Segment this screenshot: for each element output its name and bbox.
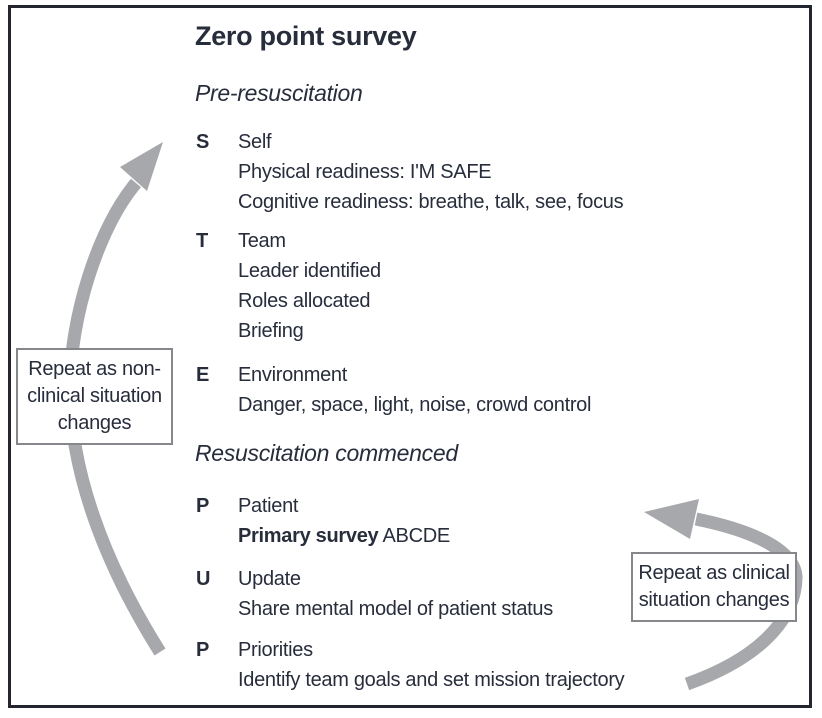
page-title: Zero point survey <box>195 21 417 51</box>
callout-repeat-clinical: Repeat as clinical situation changes <box>631 552 797 622</box>
callout-line: Repeat as clinical <box>638 562 790 584</box>
item-detail: Roles allocated <box>238 290 371 312</box>
figure-frame <box>8 5 812 708</box>
callout-line: clinical situation <box>27 385 162 407</box>
item-detail-bold: Primary survey <box>238 525 379 547</box>
callout-line: Repeat as non- <box>28 358 161 380</box>
item-priorities: P Priorities Identify team goals and set… <box>196 635 625 695</box>
item-letter: S <box>196 131 210 153</box>
item-letter: P <box>196 639 210 661</box>
item-detail: Danger, space, light, noise, crowd contr… <box>238 394 592 416</box>
item-detail: Physical readiness: I'M SAFE <box>238 161 492 183</box>
left-arrowhead-icon <box>120 142 163 191</box>
right-arrowhead-icon <box>644 499 699 539</box>
item-environment: E Environment Danger, space, light, nois… <box>196 360 591 420</box>
item-self: S Self Physical readiness: I'M SAFE Cogn… <box>196 127 624 217</box>
item-letter: P <box>196 495 210 517</box>
item-detail: Leader identified <box>238 260 381 282</box>
item-detail: Share mental model of patient status <box>238 598 553 620</box>
callout-repeat-non-clinical: Repeat as non- clinical situation change… <box>16 348 173 445</box>
item-team: T Team Leader identified Roles allocated… <box>196 226 381 346</box>
item-patient: P Patient Primary survey ABCDE <box>196 491 450 551</box>
item-detail: Identify team goals and set mission traj… <box>238 669 625 691</box>
item-letter: U <box>196 568 211 590</box>
item-title: Update <box>238 568 301 590</box>
item-detail: Cognitive readiness: breathe, talk, see,… <box>238 191 624 213</box>
item-detail-rest: ABCDE <box>378 525 450 547</box>
section-heading-resuscitation-commenced: Resuscitation commenced <box>195 440 458 466</box>
item-detail: Primary survey ABCDE <box>238 521 450 551</box>
item-update: U Update Share mental model of patient s… <box>196 564 553 624</box>
callout-line: situation changes <box>638 589 790 611</box>
item-letter: E <box>196 364 210 386</box>
item-letter: T <box>196 230 208 252</box>
section-heading-pre-resuscitation: Pre-resuscitation <box>195 80 363 106</box>
item-title: Environment <box>238 364 347 386</box>
item-detail: Briefing <box>238 320 304 342</box>
item-title: Team <box>238 230 286 252</box>
item-title: Patient <box>238 495 299 517</box>
callout-line: changes <box>57 412 132 434</box>
item-title: Priorities <box>238 639 313 661</box>
item-title: Self <box>238 131 272 153</box>
